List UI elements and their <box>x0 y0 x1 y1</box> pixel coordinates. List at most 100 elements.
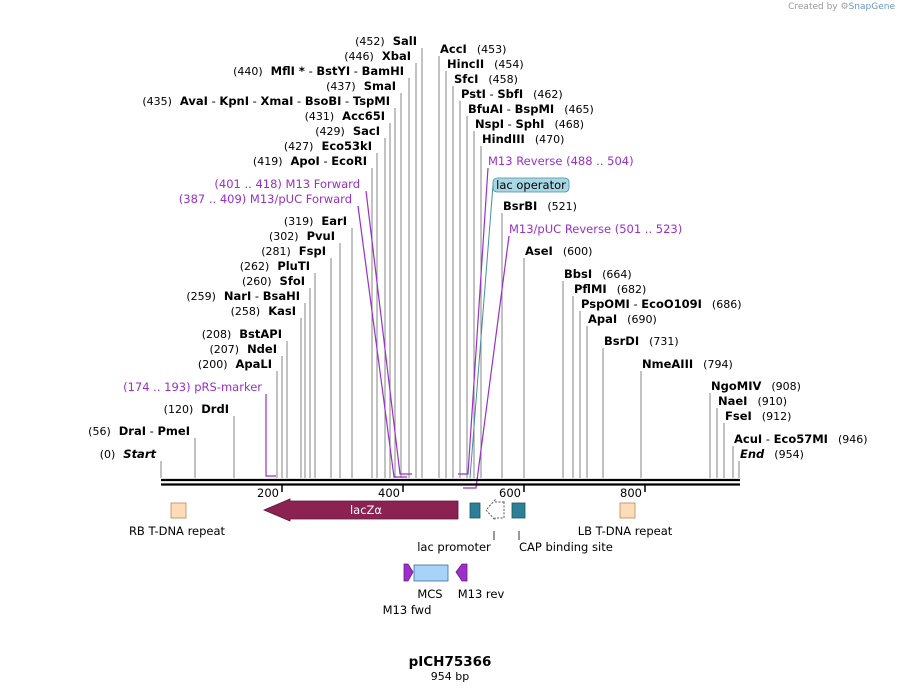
site-text-sali-0: (452) <box>355 35 385 48</box>
site-text-psti-sbfi-3: (462) <box>533 88 563 101</box>
site-label-acc65i[interactable]: (431)Acc65I <box>305 109 385 123</box>
site-text-nspi-sphi-3: (468) <box>554 118 584 131</box>
site-text-bsrbi-1: (521) <box>547 200 577 213</box>
site-label-bbsi[interactable]: BbsI(664) <box>564 267 632 281</box>
site-text-bbsi-1: (664) <box>602 268 632 281</box>
site-label-saci[interactable]: (429)SacI <box>315 124 380 138</box>
site-label-eari[interactable]: (319)EarI <box>284 214 347 228</box>
site-label-apoi-ecori[interactable]: (419)ApoI - EcoRI <box>253 154 367 168</box>
site-label-sfci[interactable]: SfcI(458) <box>454 72 518 86</box>
feature-lac-promoter[interactable]: lac promoter <box>417 502 495 554</box>
site-text-drai-pmei-0: (56) <box>88 425 111 438</box>
site-label-apali[interactable]: (200)ApaLI <box>198 357 272 371</box>
site-text-hindiii-1: (470) <box>535 133 565 146</box>
site-label-acci[interactable]: AccI(453) <box>440 42 506 56</box>
site-text-bfuai-bspmi-0: BfuAI <box>468 102 503 116</box>
site-text-nspi-sphi-2: SphI <box>515 117 544 131</box>
site-label-nspi-sphi[interactable]: NspI - SphI(468) <box>475 117 584 131</box>
site-text-apoi-ecori-0: (419) <box>253 155 283 168</box>
mcs-detail[interactable]: MCS M13 fwd M13 rev <box>383 563 505 617</box>
site-label-pspomi[interactable]: PspOMI - EcoO109I(686) <box>581 297 742 311</box>
site-label-start[interactable]: (0)Start <box>100 447 157 461</box>
lac-operator-leader <box>469 184 494 479</box>
site-text-sali-1: SalI <box>393 34 417 48</box>
site-label-apai[interactable]: ApaI(690) <box>588 312 657 326</box>
site-text-bstapi-0: (208) <box>202 328 232 341</box>
site-label-ngomiv[interactable]: NgoMIV(908) <box>711 379 801 393</box>
site-label-hindiii[interactable]: HindIII(470) <box>482 132 564 146</box>
site-label-fsei[interactable]: FseI(912) <box>725 409 791 423</box>
primer-label-m13puc-forward[interactable]: (387 .. 409) M13/pUC Forward <box>179 192 352 206</box>
primer-label-m13puc-reverse[interactable]: M13/pUC Reverse (501 .. 523) <box>509 222 682 236</box>
site-label-acui-eco57mi[interactable]: AcuI - Eco57MI(946) <box>734 432 868 446</box>
site-label-drdi[interactable]: (120) DrdI <box>164 402 229 416</box>
site-label-nmeaiii[interactable]: NmeAIII(794) <box>642 357 733 371</box>
feature-lacz-alpha[interactable]: lacZα <box>262 498 459 522</box>
site-label-pvui[interactable]: (302)PvuI <box>269 229 335 243</box>
snapgene-credit: Created by ⚙SnapGene <box>788 2 895 12</box>
feature-cap-binding-site[interactable]: CAP binding site <box>511 502 613 554</box>
site-lines <box>160 48 740 478</box>
primer-label-m13-forward[interactable]: (401 .. 418) M13 Forward <box>214 177 360 191</box>
site-label-bfuai-bspmi[interactable]: BfuAI - BspMI(465) <box>468 102 594 116</box>
m13-forward-leader <box>365 190 412 475</box>
feature-lb-repeat[interactable]: LB T-DNA repeat <box>578 502 673 538</box>
site-text-psti-sbfi-2: SbfI <box>497 87 523 101</box>
site-label-asei[interactable]: AseI(600) <box>525 244 592 258</box>
site-text-acci-1: (453) <box>477 43 507 56</box>
site-label-hincii[interactable]: HincII(454) <box>447 57 524 71</box>
site-text-drdi-0: (120) <box>164 403 194 416</box>
site-text-sfci-0: SfcI <box>454 72 478 86</box>
site-label-psti-sbfi[interactable]: PstI - SbfI (462) <box>461 87 563 101</box>
site-text-avai-group-3: KpnI <box>219 94 249 108</box>
primer-label-prs-marker[interactable]: (174 .. 193) pRS-marker <box>123 380 262 394</box>
site-text-drdi-1: DrdI <box>201 402 229 416</box>
site-label-naei[interactable]: NaeI (910) <box>718 394 787 408</box>
site-text-avai-group-0: (435) <box>142 95 172 108</box>
ruler: 200 400 600 800 <box>257 485 646 500</box>
site-label-ndei[interactable]: (207)NdeI <box>209 342 277 356</box>
site-label-smai[interactable]: (437)SmaI <box>326 79 396 93</box>
primer-label-m13-reverse[interactable]: M13 Reverse (488 .. 504) <box>488 154 634 168</box>
lacz-label: lacZα <box>350 503 382 517</box>
rb-repeat-label: RB T-DNA repeat <box>129 524 226 538</box>
site-text-bsrdi-1: (731) <box>649 335 679 348</box>
site-label-xbai[interactable]: (446)XbaI <box>344 49 411 63</box>
site-text-eari-1: EarI <box>321 214 347 228</box>
site-label-pluti[interactable]: (262)PluTI <box>240 259 310 273</box>
site-label-bsrbi[interactable]: BsrBI(521) <box>503 199 577 213</box>
m13-rev-label: M13 rev <box>458 587 505 601</box>
m13-fwd-arrow <box>403 563 414 582</box>
site-text-apoi-ecori-2: - <box>320 154 331 168</box>
site-text-psti-sbfi-0: PstI <box>461 87 486 101</box>
lac-promoter-outline-arrow <box>485 498 505 522</box>
site-text-naei-0: NaeI <box>718 394 747 408</box>
feature-lac-promoter-outline[interactable] <box>485 498 505 522</box>
site-label-pflmi[interactable]: PflMI(682) <box>574 282 646 296</box>
site-label-sali[interactable]: (452) SalI <box>355 34 417 48</box>
site-label-mfli-group[interactable]: (440)MflI * - BstYI - BamHI <box>233 64 404 78</box>
site-label-end[interactable]: End(954) <box>740 447 804 461</box>
site-text-ndei-0: (207) <box>209 343 239 356</box>
cap-site-box <box>511 502 526 519</box>
site-text-naei-1: (910) <box>757 395 787 408</box>
site-text-start-0: (0) <box>100 448 116 461</box>
primer-leaders <box>265 167 510 489</box>
site-text-mfli-group-0: (440) <box>233 65 263 78</box>
site-text-psti-sbfi-1: - <box>486 87 497 101</box>
site-label-avai-group[interactable]: (435)AvaI - KpnI - XmaI - BsoBI - TspMI <box>142 94 390 108</box>
site-label-bsrdi[interactable]: BsrDI(731) <box>604 334 679 348</box>
m13puc-forward-leader <box>357 205 407 478</box>
site-label-fspi[interactable]: (281)FspI <box>261 244 326 258</box>
site-label-eco53ki[interactable]: (427)Eco53kI <box>284 139 372 153</box>
feature-rb-repeat[interactable]: RB T-DNA repeat <box>129 502 226 538</box>
site-label-kasi[interactable]: (258)KasI <box>231 304 296 318</box>
site-label-nari-bsahi[interactable]: (259)NarI - BsaHI <box>186 289 300 303</box>
lac-operator[interactable]: lac operator <box>469 177 570 479</box>
site-label-bstapi[interactable]: (208)BstAPI <box>202 327 282 341</box>
site-text-sfoi-0: (260) <box>242 275 272 288</box>
site-text-avai-group-7: BsoBI <box>305 94 342 108</box>
site-label-sfoi[interactable]: (260)SfoI <box>242 274 305 288</box>
site-label-drai-pmei[interactable]: (56)DraI - PmeI <box>88 424 190 438</box>
